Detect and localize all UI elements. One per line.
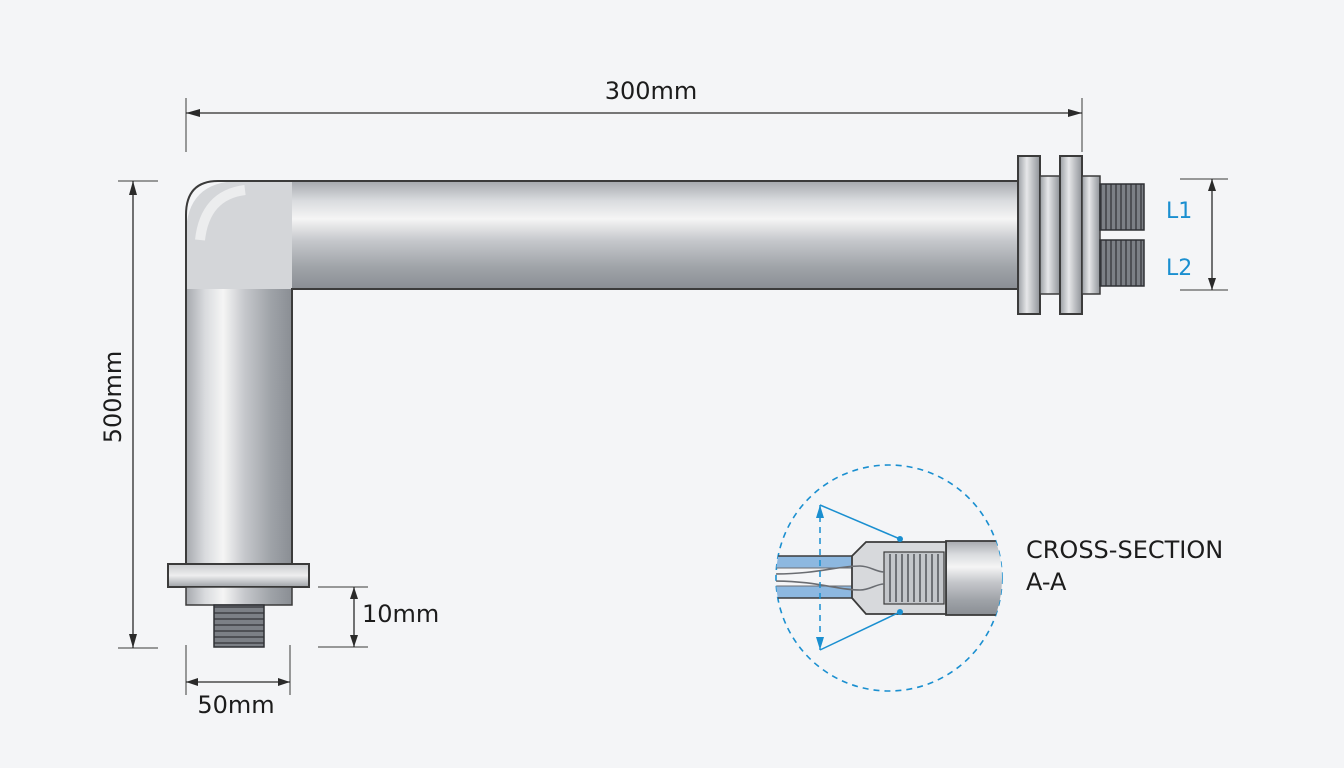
section-sheath: [945, 540, 1002, 616]
cross-section-detail: CROSS-SECTION A-A: [775, 464, 1223, 692]
terminal-spacer: [1039, 175, 1061, 295]
cross-section-subtitle: A-A: [1026, 568, 1067, 596]
lead-l2-label: L2: [1166, 256, 1192, 281]
dimension-height: 500mm: [99, 180, 158, 649]
terminal-nut: [1081, 175, 1101, 295]
bottom-flange: [167, 563, 310, 588]
lead-l1-label: L1: [1166, 199, 1192, 224]
terminal-labels: L1 L2: [1166, 178, 1228, 291]
bottom-collar: [185, 586, 293, 606]
dimension-thread-label: 10mm: [362, 600, 439, 628]
dimension-width-label: 300mm: [605, 77, 698, 105]
section-wire-2: [776, 580, 885, 591]
section-wire-1: [776, 565, 885, 575]
section-insulation-top: [776, 556, 872, 568]
heating-tube: [185, 180, 1020, 565]
terminal-thread-l2: [1099, 239, 1145, 287]
tube-horizontal-leg: [240, 181, 1020, 289]
dimension-base-label: 50mm: [197, 691, 274, 719]
terminal-flange-1: [1017, 155, 1041, 315]
dimension-thread: 10mm: [318, 586, 439, 648]
terminal-flange-2: [1059, 155, 1083, 315]
terminal-thread-l1: [1099, 183, 1145, 231]
terminal-fitting: [1017, 155, 1145, 315]
section-leaders: [819, 504, 901, 651]
bottom-fitting: [167, 563, 310, 648]
tube-vertical-leg: [186, 235, 292, 565]
cross-section-title: CROSS-SECTION: [1026, 536, 1223, 564]
tube-outline: [185, 180, 1020, 565]
dimension-base: 50mm: [185, 645, 291, 719]
dimension-width: 300mm: [185, 77, 1083, 152]
bottom-thread: [213, 604, 265, 648]
dimension-height-label: 500mm: [99, 351, 127, 444]
